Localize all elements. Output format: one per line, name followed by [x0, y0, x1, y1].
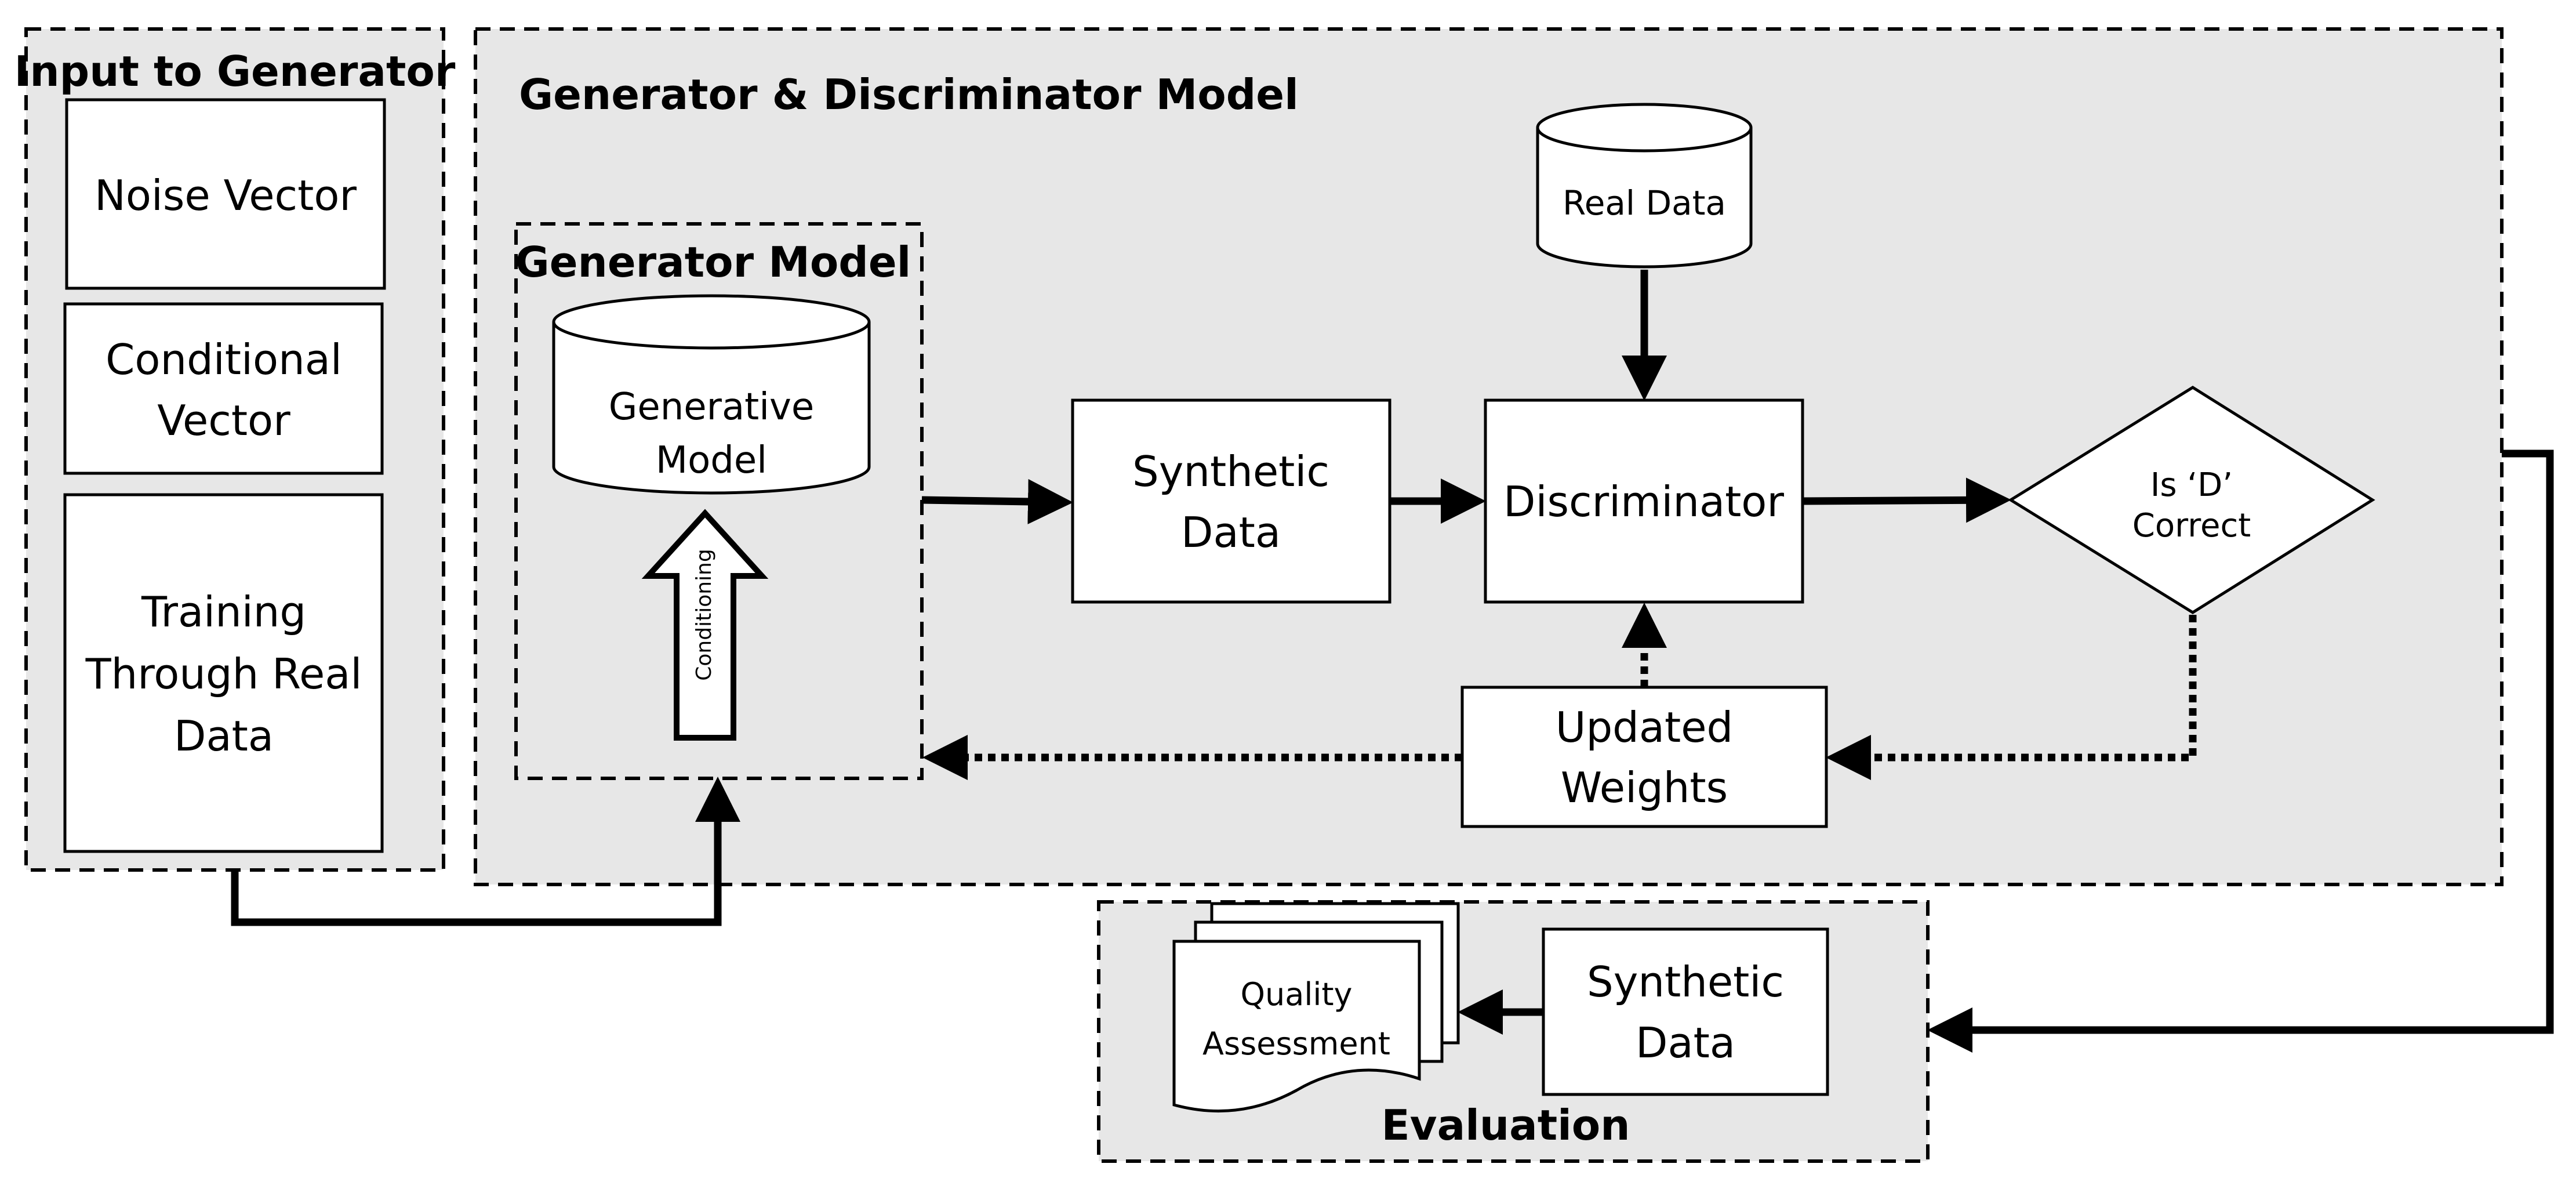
discriminator-label: Discriminator — [1503, 477, 1784, 526]
updated-weights-box: Updated Weights — [1460, 686, 1828, 828]
evaluation-synthetic-data-line2: Data — [1636, 1018, 1735, 1067]
quality-assessment-line1: Quality — [1241, 976, 1353, 1013]
real-data-cylinder: Real Data — [1536, 103, 1753, 269]
conditioning-label: Conditioning — [692, 549, 716, 680]
arrow-decision-to-weights — [1826, 615, 2197, 780]
arrow-main-to-evaluation — [1927, 449, 2554, 1053]
discriminator-box: Discriminator — [1484, 398, 1804, 604]
evaluation-panel-title: Evaluation — [1381, 1101, 1630, 1150]
conditional-vector-label-line2: Vector — [157, 396, 290, 445]
main-panel: Generator & Discriminator Model Generato… — [474, 27, 2504, 886]
evaluation-synthetic-data-box: Synthetic Data — [1542, 927, 1829, 1096]
input-panel-title: Input to Generator — [14, 47, 456, 96]
generative-model-line1: Generative — [609, 386, 815, 429]
training-real-data-line2: Through Real — [85, 650, 362, 698]
arrow-input-to-generator — [231, 777, 740, 926]
generator-model-panel: Generator Model Generative Model Conditi… — [514, 222, 924, 780]
generative-model-cylinder: Generative Model — [552, 294, 871, 495]
synthetic-data-line1: Synthetic — [1132, 447, 1329, 496]
updated-weights-line1: Updated — [1556, 703, 1733, 752]
conditional-vector-box: Conditional Vector — [63, 302, 384, 475]
conditioning-arrow-icon: Conditioning — [641, 509, 769, 741]
is-d-correct-line1: Is ‘D’ — [2150, 466, 2233, 504]
training-real-data-line3: Data — [174, 712, 274, 760]
connectors — [231, 270, 2554, 1053]
updated-weights-line2: Weights — [1561, 763, 1728, 812]
evaluation-panel: Quality Assessment Synthetic Data Evalua… — [1097, 900, 1930, 1163]
is-d-correct-diamond: Is ‘D’ Correct — [2008, 386, 2375, 614]
main-panel-title: Generator & Discriminator Model — [519, 70, 1299, 119]
input-panel: Input to Generator Noise Vector Conditio… — [14, 27, 456, 872]
generative-model-line2: Model — [656, 439, 767, 482]
quality-assessment-line2: Assessment — [1202, 1025, 1390, 1062]
generator-model-title: Generator Model — [515, 238, 911, 287]
training-real-data-box: Training Through Real Data — [63, 493, 384, 853]
synthetic-data-box: Synthetic Data — [1071, 398, 1391, 604]
arrow-discriminator-to-decision — [1802, 477, 2011, 523]
noise-vector-box: Noise Vector — [65, 98, 386, 290]
is-d-correct-line2: Correct — [2132, 507, 2251, 545]
quality-assessment-document-icon: Quality Assessment — [1172, 902, 1460, 1113]
arrow-generator-to-synthetic — [921, 478, 1073, 524]
real-data-label: Real Data — [1563, 183, 1726, 223]
training-real-data-line1: Training — [141, 588, 306, 636]
noise-vector-label: Noise Vector — [95, 171, 357, 220]
conditional-vector-label-line1: Conditional — [106, 335, 342, 384]
synthetic-data-line2: Data — [1181, 508, 1281, 557]
evaluation-synthetic-data-line1: Synthetic — [1587, 958, 1784, 1006]
